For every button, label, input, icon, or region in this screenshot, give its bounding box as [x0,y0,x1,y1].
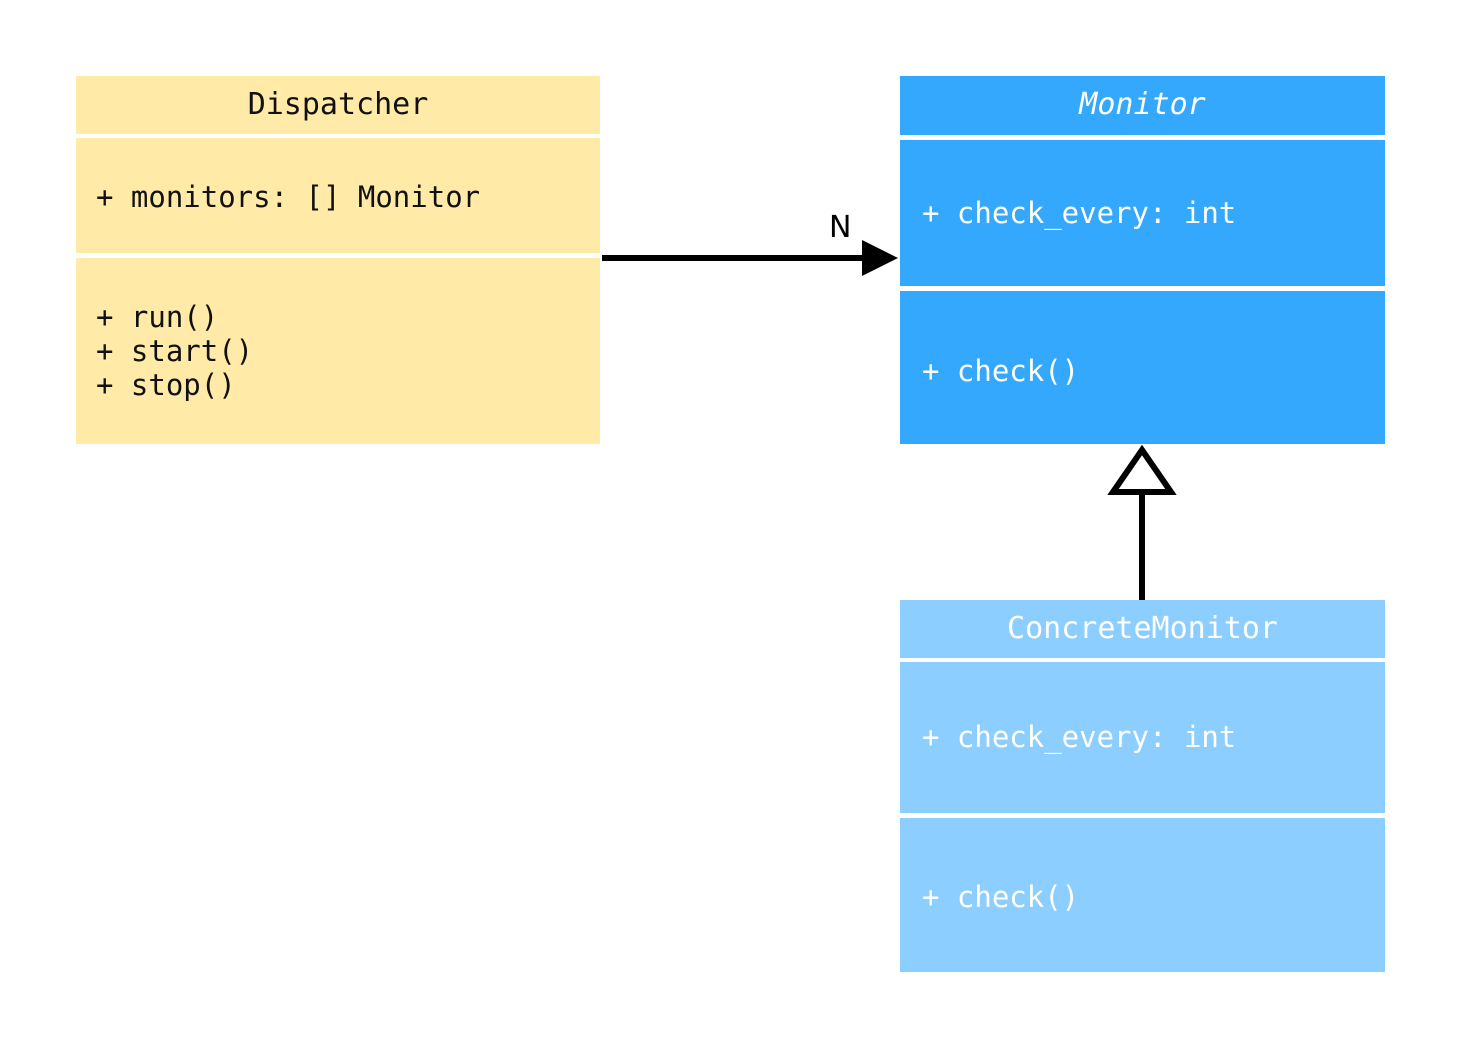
dispatcher-methods-compartment: + run() + start() + stop() [76,258,600,444]
association-solid-arrowhead [862,240,898,276]
dispatcher-attributes: + monitors: [] Monitor [96,180,481,214]
class-box-concrete-monitor[interactable]: ConcreteMonitor + check_every: int + che… [900,600,1385,972]
concrete-monitor-methods-compartment: + check() [900,818,1385,972]
monitor-class-name: Monitor [1079,87,1206,122]
dispatcher-title-compartment: Dispatcher [76,76,600,134]
dispatcher-methods: + run() + start() + stop() [96,300,254,402]
concrete-monitor-class-name: ConcreteMonitor [1007,611,1278,646]
class-box-monitor[interactable]: Monitor + check_every: int + check() [900,76,1385,444]
dispatcher-class-name: Dispatcher [247,87,429,122]
dispatcher-attributes-compartment: + monitors: [] Monitor [76,138,600,253]
monitor-attributes: + check_every: int [922,196,1237,230]
generalization-concrete-monitor-to-monitor [1107,444,1177,600]
monitor-attributes-compartment: + check_every: int [900,140,1385,286]
monitor-methods-compartment: + check() [900,291,1385,444]
concrete-monitor-title-compartment: ConcreteMonitor [900,600,1385,658]
monitor-methods: + check() [922,354,1080,388]
association-dispatcher-to-monitor [602,240,898,276]
monitor-title-compartment: Monitor [900,76,1385,135]
generalization-hollow-triangle-arrowhead [1107,444,1177,495]
association-multiplicity-label: N [829,210,852,245]
class-box-dispatcher[interactable]: Dispatcher + monitors: [] Monitor + run(… [76,76,600,444]
concrete-monitor-attributes: + check_every: int [922,720,1237,754]
concrete-monitor-methods: + check() [922,880,1080,914]
concrete-monitor-attributes-compartment: + check_every: int [900,662,1385,813]
